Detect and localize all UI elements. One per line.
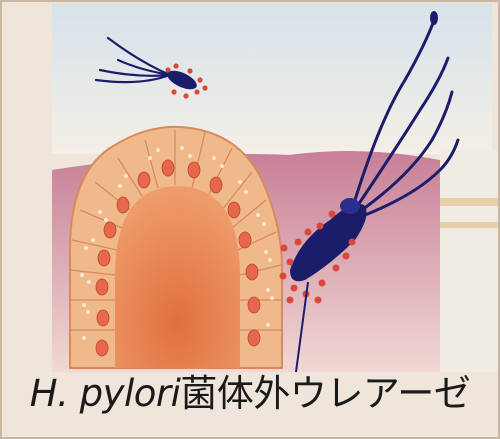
right-strip: [440, 150, 500, 372]
caption-rest: 菌体外ウレアーゼ: [180, 372, 470, 415]
caption: H. pylori菌体外ウレアーゼ: [6, 372, 494, 416]
caption-species: H. pylori: [30, 372, 181, 415]
right-strip-band-2: [440, 222, 500, 228]
gland-lumen: [115, 186, 240, 368]
sky-band: [52, 4, 492, 154]
right-strip-band: [440, 198, 500, 206]
